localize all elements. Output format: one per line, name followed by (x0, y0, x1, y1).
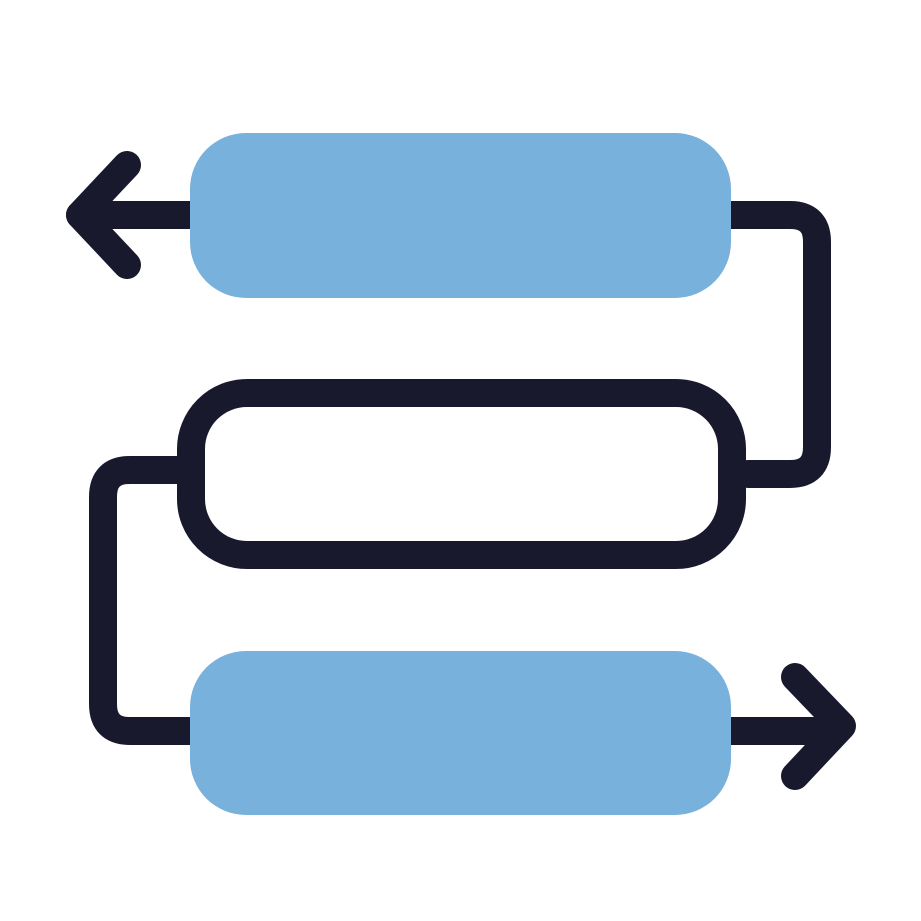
top-step-box (190, 133, 731, 298)
middle-step-box (177, 379, 746, 569)
bottom-step-box (190, 651, 731, 815)
right-loop-connector (711, 201, 831, 488)
arrow-right-icon (781, 663, 856, 790)
arrow-left-icon (66, 151, 141, 279)
left-loop-connector (89, 456, 214, 745)
